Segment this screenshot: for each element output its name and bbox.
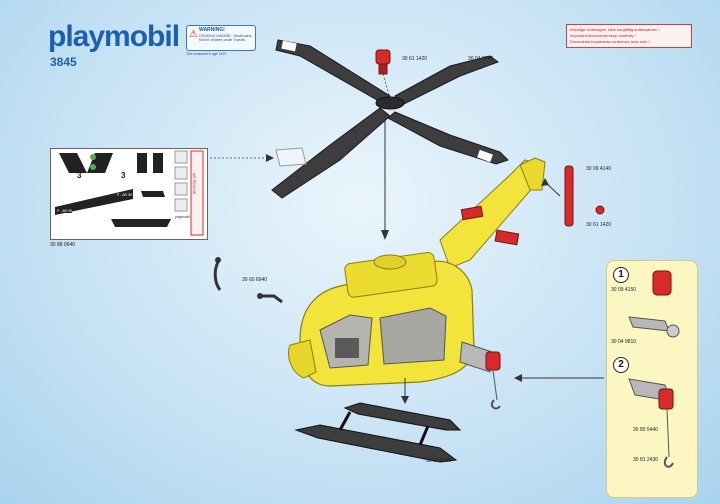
winch-inset-panel: 1 2 30 09 4150 30 04 9810 30 80 5440 30 … — [606, 260, 698, 498]
sticker-number-1: 3 — [77, 171, 82, 180]
keep-line-fr: Documents importants conservez avec soin… — [570, 39, 650, 44]
keep-line-de: Wichtige Unterlagen, bitte sorgfältig au… — [570, 27, 660, 32]
inset-part-spool: 30 09 4150 — [611, 287, 637, 293]
part-number-skids: 30 04 9790 — [426, 458, 452, 464]
warning-triangle-icon: ⚠ — [189, 29, 198, 40]
model-number: 3845 — [50, 55, 77, 69]
sticker-reg-1: P - AR 95 — [117, 193, 132, 197]
antenna-part — [213, 257, 283, 304]
part-number-tail-cap: 30 61 1420 — [586, 222, 612, 228]
playmobil-logo: playmobil — [48, 20, 180, 53]
part-number-sticker-sheet: 30 88 0640 — [50, 242, 76, 248]
sticker-graphics — [55, 150, 204, 236]
landing-skids — [294, 402, 462, 463]
main-rotor — [271, 39, 509, 199]
sticker-brand: playmobil — [175, 215, 190, 219]
part-number-hub-cap: 30 61 1420 — [402, 56, 428, 62]
warning-title: WARNING! — [199, 27, 225, 33]
sticker-red-label: AIR RESCUE — [192, 173, 196, 195]
inset-graphics — [628, 270, 680, 468]
sticker-sheet: 3 3 P - AR 95 P - AR 95 playmobil AIR RE… — [50, 148, 208, 240]
part-number-tail-rotor: 30 09 4140 — [586, 166, 612, 172]
warning-text: CHOKING HAZARD - Small parts. Not for ch… — [199, 34, 253, 42]
sticker-reg-2: P - AR 95 — [57, 209, 72, 213]
warning-note: The consumer's age 1497 — [186, 52, 227, 56]
sticker-number-2: 3 — [121, 171, 126, 180]
step-1-badge: 1 — [613, 267, 629, 283]
part-number-main-rotor: 30 04 9740 — [468, 56, 494, 62]
inset-part-hook: 30 81 2430 — [633, 457, 659, 463]
step-2-badge: 2 — [613, 357, 629, 373]
hub-cap — [375, 49, 391, 75]
keep-line-en: Important documents keep carefully ! — [570, 33, 636, 38]
warning-box: ⚠ WARNING! CHOKING HAZARD - Small parts.… — [186, 25, 256, 51]
winch-assembly — [459, 341, 501, 410]
keep-documents-notice: Wichtige Unterlagen, bitte sorgfältig au… — [566, 24, 692, 48]
inset-part-winch: 30 80 5440 — [633, 427, 659, 433]
helicopter-body — [288, 157, 546, 387]
inset-part-bracket: 30 04 9810 — [611, 339, 637, 345]
part-number-antenna: 30 60 6940 — [242, 277, 268, 283]
tail-rotor — [564, 165, 605, 227]
